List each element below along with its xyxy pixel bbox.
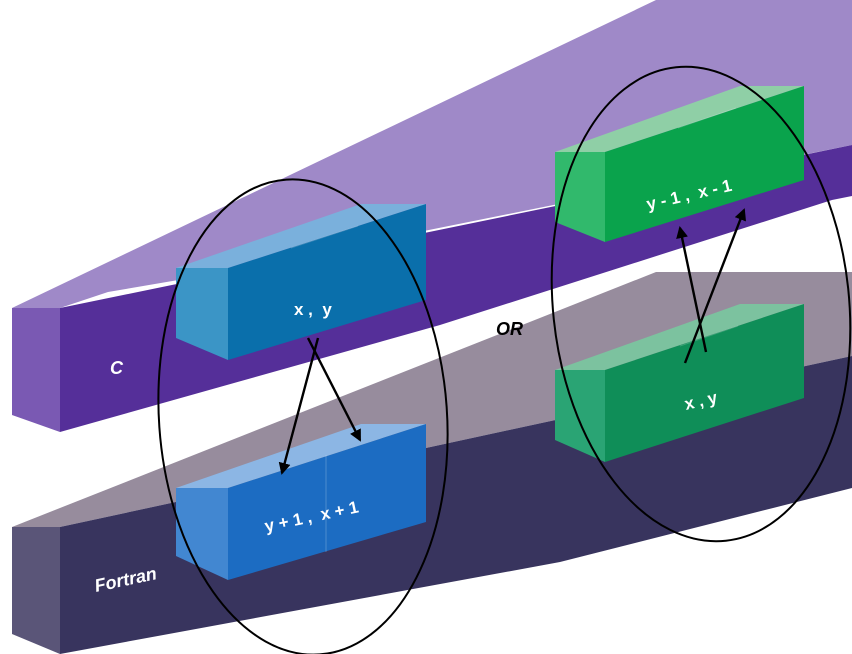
fortran-green-cell-left [555,370,605,462]
c-green-cell-front [605,86,804,242]
fortran-bar-end-face [12,527,60,654]
fortran-cell-front [228,424,426,580]
c-bar-end-face [12,308,60,432]
fortran-cell-top [176,424,426,488]
c-cell-label: x , y [294,300,332,319]
fortran-cell-left [176,488,228,580]
fortran-bar-top-face [12,272,852,527]
c-cell-front [228,204,426,360]
right-group-ellipse [550,65,852,543]
grouping-ellipses [157,65,852,654]
c-cell-xy: x , y [176,204,426,360]
c-cell-left [176,268,228,360]
arrow-fortran-to-c-1 [676,226,708,353]
fortran-green-cell-top [555,304,804,370]
arrow-c-to-fortran-1 [278,337,320,475]
fortran-cell-xy-green: x , y [555,304,804,462]
c-green-cell-top [555,86,804,152]
c-bar-label: C [110,358,124,378]
fortran-cell-y1-x1: y + 1 , x + 1 [176,424,426,580]
c-cell-top [176,204,426,268]
arrows [278,208,747,475]
fortran-green-cell-front [605,304,804,462]
left-group-ellipse [157,178,449,654]
or-label: OR [496,319,523,339]
c-cell-divider [290,225,359,249]
arrow-fortran-to-c-2 [683,208,747,364]
fortran-green-cell-divider [679,325,739,347]
arrow-c-to-fortran-2 [306,337,362,442]
c-green-cell-divider [677,107,737,129]
